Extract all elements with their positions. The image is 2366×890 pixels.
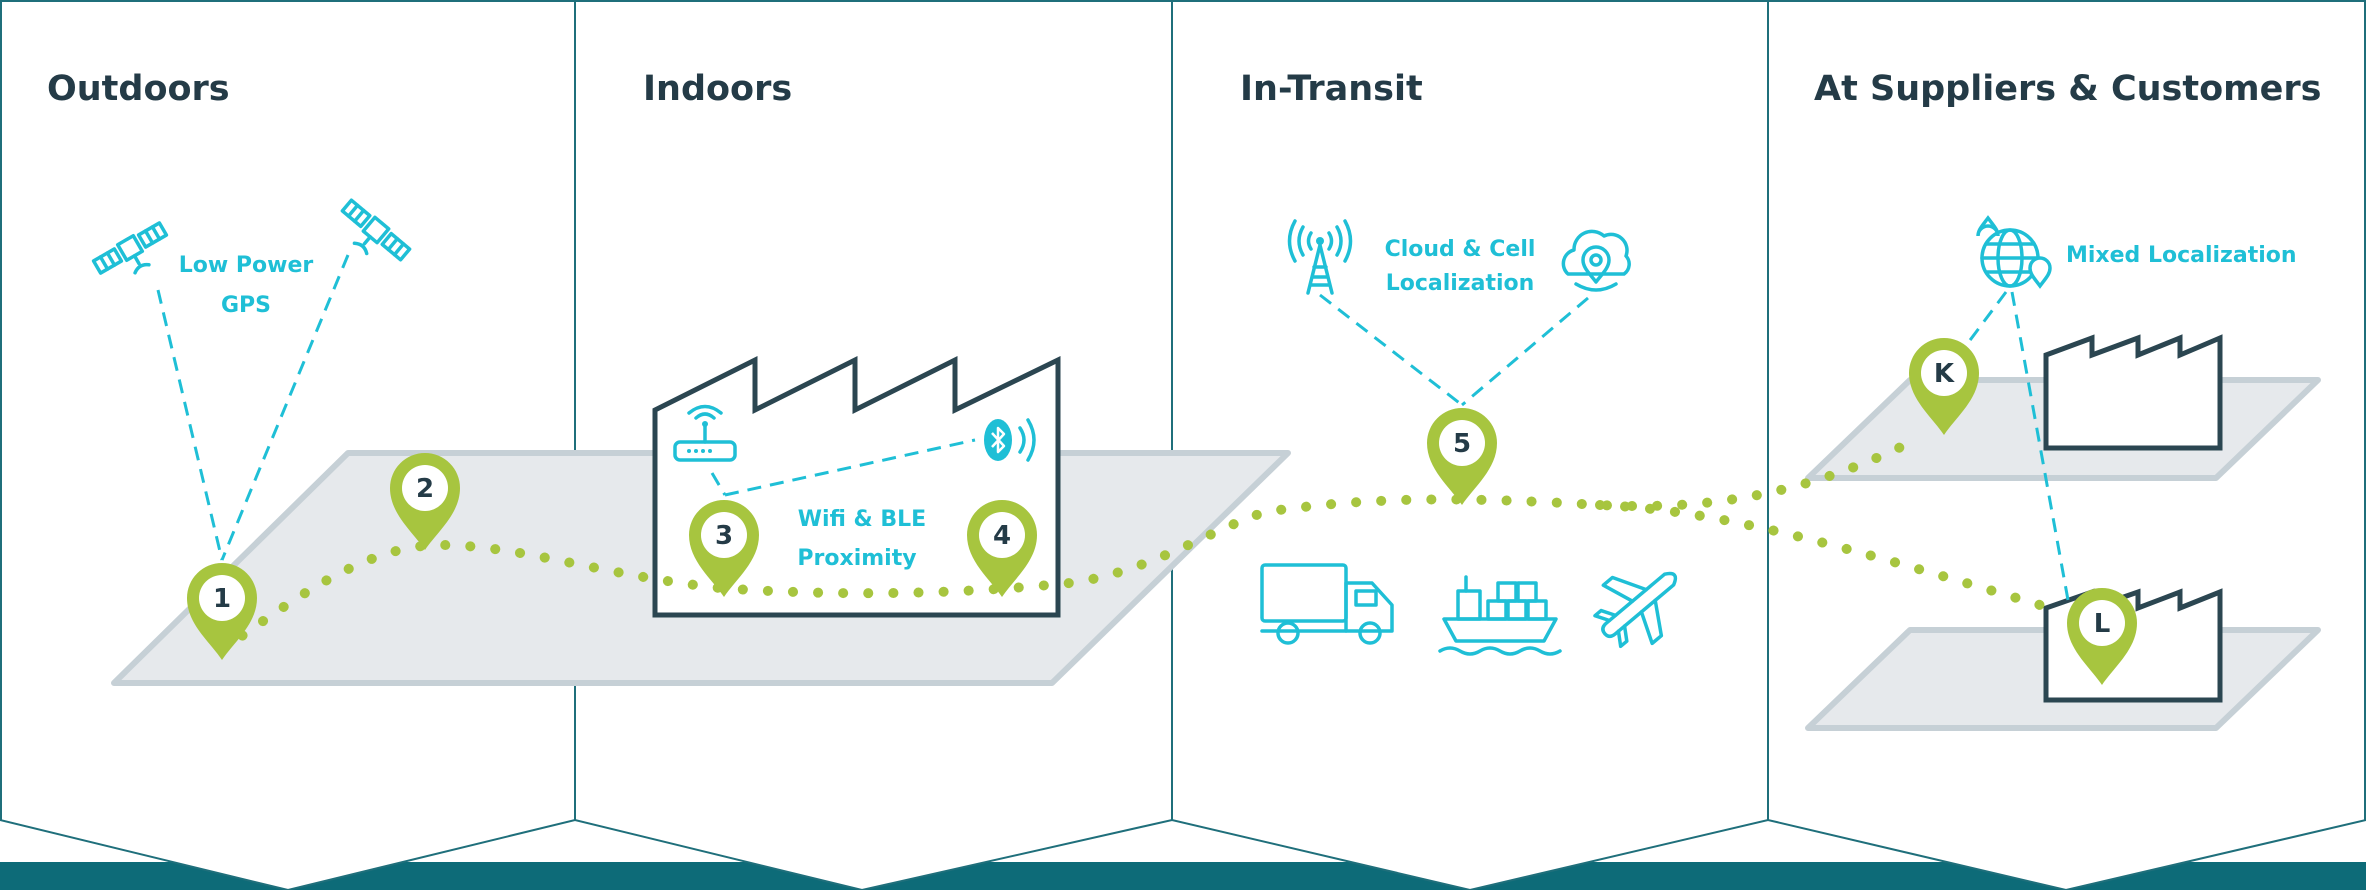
supplier-factory <box>2043 334 2223 451</box>
cloud-label-line2: Localization <box>1386 271 1535 296</box>
section-title-indoors: Indoors <box>643 69 792 109</box>
bluetooth-icon <box>984 418 1036 462</box>
globe-location-icon <box>1976 215 2052 289</box>
wifi-router-icon <box>673 404 737 462</box>
svg-text:L: L <box>2094 609 2111 639</box>
svg-text:4: 4 <box>993 521 1011 551</box>
signal-lines <box>156 254 2070 601</box>
satellite-icon <box>91 221 169 275</box>
location-pin-4: 4 <box>967 500 1037 597</box>
svg-text:2: 2 <box>416 474 434 504</box>
cell-tower-icon <box>1287 219 1353 295</box>
section-title-outdoors: Outdoors <box>47 69 230 109</box>
cloud-label-line1: Cloud & Cell <box>1385 237 1536 262</box>
satellite-icon <box>340 198 412 262</box>
wifi-label-line2: Proximity <box>797 546 916 571</box>
location-pin-3: 3 <box>689 500 759 597</box>
svg-text:5: 5 <box>1453 429 1471 459</box>
svg-text:1: 1 <box>213 584 231 614</box>
gps-label-line2: GPS <box>221 293 271 318</box>
mixed-label: Mixed Localization <box>2066 243 2297 268</box>
cargo-ship-icon <box>1438 575 1562 656</box>
truck-icon <box>1260 563 1394 645</box>
svg-text:3: 3 <box>715 521 733 551</box>
airplane-icon <box>1593 571 1678 649</box>
location-pin-l: L <box>2067 588 2137 685</box>
svg-text:K: K <box>1934 359 1955 389</box>
location-pin-2: 2 <box>390 453 460 550</box>
bottom-band <box>0 818 2366 890</box>
location-pin-5: 5 <box>1427 408 1497 505</box>
section-title-suppliers: At Suppliers & Customers <box>1814 69 2321 109</box>
route-path <box>217 435 2055 655</box>
cloud-location-icon <box>1561 229 1631 292</box>
section-title-in-transit: In-Transit <box>1240 69 1423 109</box>
location-pin-1: 1 <box>187 563 257 660</box>
wifi-label-line1: Wifi & BLE <box>798 507 926 532</box>
location-pin-k: K <box>1909 338 1979 435</box>
gps-label-line1: Low Power <box>179 253 314 278</box>
